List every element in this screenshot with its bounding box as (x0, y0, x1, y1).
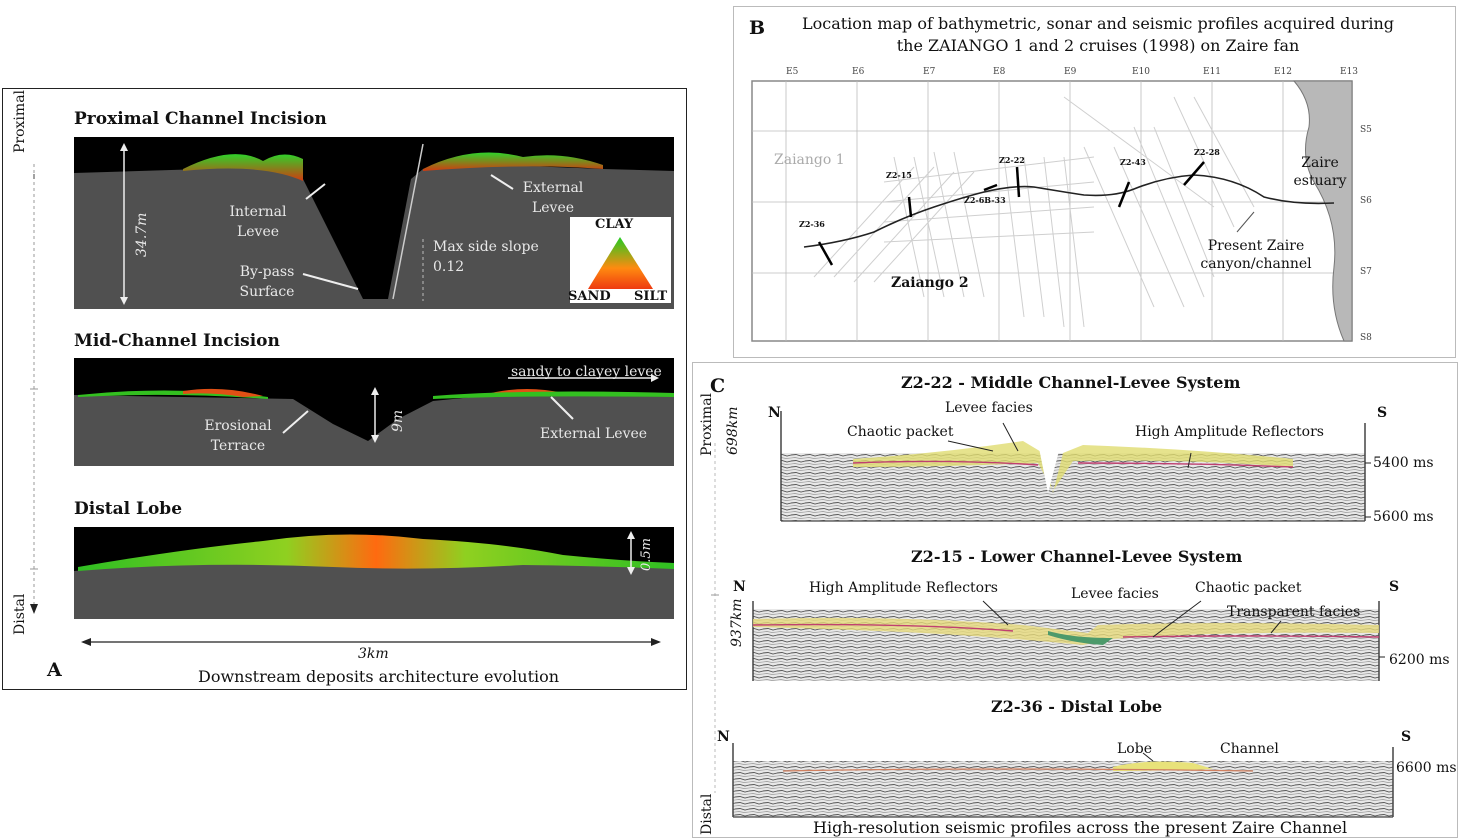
lon-tick-e5: E5 (786, 67, 799, 77)
p2-north: N (733, 579, 746, 595)
panel-c-caption: High-resolution seismic profiles across … (813, 818, 1348, 837)
p3-time-1: 6600 ms (1396, 760, 1457, 776)
p2-south: S (1389, 579, 1400, 595)
p2-time-1: 6200 ms (1389, 652, 1450, 668)
p3-title: Z2-36 - Distal Lobe (991, 697, 1163, 716)
p1-title: Z2-22 - Middle Channel-Levee System (901, 373, 1241, 392)
profile-label-z2-43: Z2-43 (1120, 157, 1146, 167)
panel-a-graphics (30, 137, 674, 646)
p3-channel: Channel (1220, 741, 1279, 757)
p1-chaotic: Chaotic packet (847, 424, 954, 440)
internal-levee-label: Internal Levee (229, 204, 287, 240)
legend-sand: SAND (568, 289, 611, 304)
proximal-title: Proximal Channel Incision (74, 109, 327, 129)
p1-time-1: 5400 ms (1373, 455, 1434, 471)
c-axis-label-distal: Distal (699, 793, 715, 835)
mid-external-levee-label: External Levee (540, 426, 648, 442)
lat-tick-s5: S5 (1360, 125, 1372, 135)
p2-transparent: Transparent facies (1227, 604, 1361, 620)
lon-tick-e12: E12 (1274, 67, 1293, 77)
external-levee-label: External Levee (522, 180, 584, 216)
mid-title: Mid-Channel Incision (74, 331, 280, 351)
map-frame (751, 80, 1353, 342)
p2-chaotic: Chaotic packet (1195, 580, 1302, 596)
p1-levee-facies: Levee facies (945, 400, 1033, 416)
distal-title: Distal Lobe (74, 499, 183, 519)
mid-depth-label: 9m (390, 409, 406, 432)
p2-title: Z2-15 - Lower Channel-Levee System (911, 547, 1243, 566)
internal-levee-shape (183, 154, 303, 181)
panel-a: Proximal Distal Proximal Channel Incisio… (2, 88, 687, 690)
panel-a-letter: A (47, 659, 62, 681)
c-axis-label-proximal: Proximal (699, 392, 715, 456)
p2-har: High Amplitude Reflectors (809, 580, 998, 596)
profile-label-z2-6b-33: Z2-6B-33 (964, 195, 1006, 205)
lobe-shape (78, 534, 674, 571)
scale-label: 3km (358, 646, 389, 662)
p3-south: S (1401, 729, 1412, 745)
max-slope-label: Max side slope 0.12 (433, 239, 539, 275)
lon-tick-e11: E11 (1203, 67, 1222, 77)
map-title-2: the ZAIANGO 1 and 2 cruises (1998) on Za… (896, 36, 1300, 55)
panel-c: C Proximal Distal Z2-22 - Middle Channel… (692, 362, 1458, 838)
zaiango2-label: Zaiango 2 (891, 275, 969, 291)
panel-c-graphics (711, 411, 1394, 818)
p3-north: N (717, 729, 730, 745)
p1-har: High Amplitude Reflectors (1135, 424, 1324, 440)
estuary-label: Zaire estuary (1293, 155, 1347, 189)
lon-tick-e9: E9 (1064, 67, 1077, 77)
lon-tick-e13: E13 (1340, 67, 1359, 77)
axis-label-distal: Distal (12, 593, 28, 635)
p1-distance: 698km (725, 406, 741, 455)
coastline (1292, 80, 1353, 342)
profile-label-z2-28: Z2-28 (1194, 147, 1220, 157)
profile-label-z2-22: Z2-22 (999, 155, 1025, 165)
p3-lobe: Lobe (1117, 741, 1152, 757)
lon-tick-e7: E7 (923, 67, 936, 77)
legend-silt: SILT (634, 289, 668, 304)
p2-distance: 937km (729, 598, 745, 647)
bypass-label: By-pass Surface (239, 264, 295, 300)
axis-arrow-down (30, 604, 38, 614)
lat-tick-s8: S8 (1360, 333, 1372, 343)
profile-label-z2-36: Z2-36 (799, 219, 825, 229)
lon-tick-e6: E6 (852, 67, 865, 77)
p2-levee-facies: Levee facies (1071, 586, 1159, 602)
canyon-label: Present Zaire canyon/channel (1200, 238, 1312, 272)
panel-b: B Location map of bathymetric, sonar and… (733, 6, 1456, 358)
lon-tick-e10: E10 (1132, 67, 1151, 77)
distal-depth-label: 0.5m (639, 537, 654, 571)
map-title-1: Location map of bathymetric, sonar and s… (801, 14, 1394, 33)
axis-label-proximal: Proximal (12, 89, 28, 153)
external-levee-shape (423, 152, 603, 171)
p1-south: S (1377, 405, 1388, 421)
lon-tick-e8: E8 (993, 67, 1006, 77)
zaire-channel (803, 174, 1335, 248)
slope-line (392, 143, 424, 300)
legend-clay: CLAY (595, 217, 634, 232)
lat-tick-s6: S6 (1360, 196, 1372, 206)
zaiango1-label: Zaiango 1 (774, 152, 845, 168)
p1-north: N (768, 405, 781, 421)
texture-triangle (588, 237, 653, 289)
proximal-depth-label: 34.7m (134, 212, 150, 257)
profile-label-z2-15: Z2-15 (886, 170, 912, 180)
panel-a-caption: Downstream deposits architecture evoluti… (198, 667, 560, 686)
levee-note-label: sandy to clayey levee (511, 364, 662, 380)
p1-time-2: 5600 ms (1373, 509, 1434, 525)
lat-tick-s7: S7 (1360, 267, 1372, 277)
profile-lines (817, 161, 1205, 266)
panel-c-letter: C (710, 375, 726, 397)
panel-b-map (751, 80, 1353, 342)
erosional-terrace-label: Erosional Terrace (204, 418, 272, 454)
panel-b-letter: B (749, 17, 766, 39)
